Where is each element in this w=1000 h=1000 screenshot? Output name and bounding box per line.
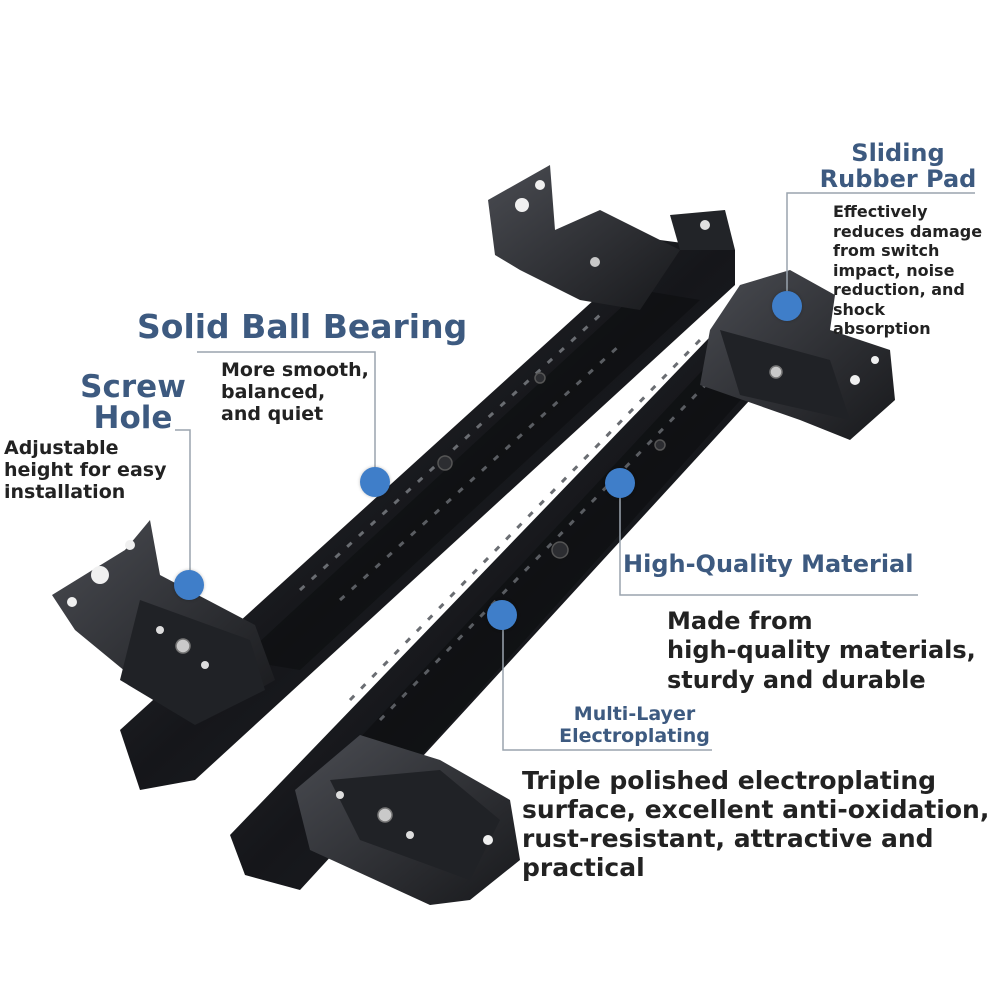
material-description: Made from high-quality materials, sturdy… <box>667 607 976 694</box>
leader-lines <box>175 192 975 751</box>
leader-rubber-pad <box>786 192 975 305</box>
material-title: High-Quality Material <box>623 550 914 578</box>
electroplating-title: Multi-Layer Electroplating <box>559 703 710 748</box>
ball-bearing-description: More smooth, balanced, and quiet <box>221 359 369 425</box>
marker-material <box>605 468 635 498</box>
leader-electroplating <box>502 615 712 751</box>
rubber-pad-title: Sliding Rubber Pad <box>819 139 977 194</box>
marker-screw-hole <box>174 570 204 600</box>
leader-ball-bearing <box>197 351 376 483</box>
marker-electroplating <box>487 600 517 630</box>
electroplating-description: Triple polished electroplating surface, … <box>522 766 990 882</box>
ball-bearing-title: Solid Ball Bearing <box>137 307 468 346</box>
marker-ball-bearing <box>360 467 390 497</box>
screw-hole-description: Adjustable height for easy installation <box>4 437 167 503</box>
leader-material <box>619 483 918 596</box>
rubber-pad-description: Effectively reduces damage from switch i… <box>833 202 983 339</box>
left-slide-rail <box>52 165 735 790</box>
leader-screw-hole <box>175 429 191 585</box>
right-slide-rail <box>230 270 895 905</box>
marker-rubber-pad <box>772 291 802 321</box>
screw-hole-title: Screw Hole <box>80 369 186 436</box>
